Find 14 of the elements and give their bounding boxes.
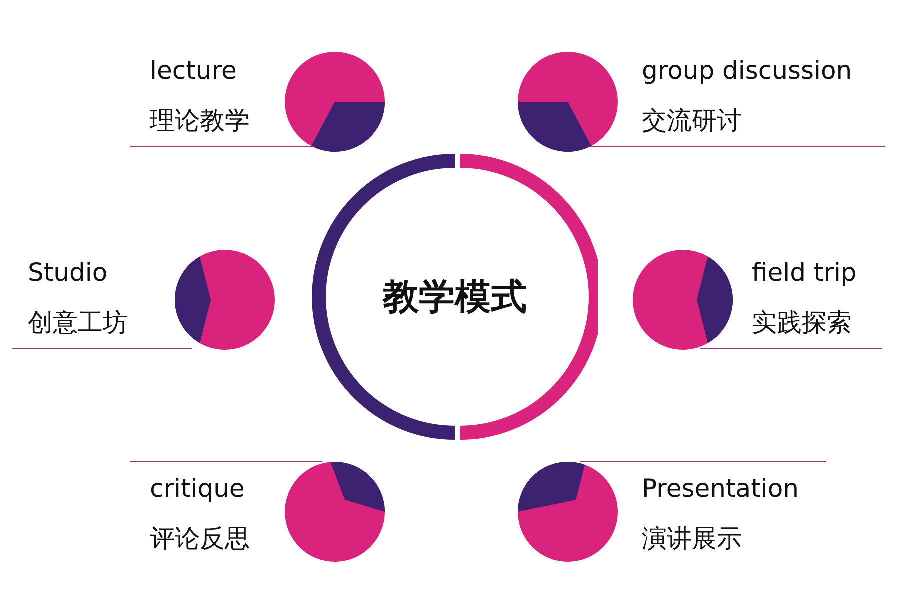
center-title: 教学模式 xyxy=(383,276,527,320)
english-label: lecture xyxy=(150,58,237,83)
chinese-label: 理论教学 xyxy=(150,108,250,133)
english-label: critique xyxy=(150,476,245,501)
chinese-label: 演讲展示 xyxy=(642,526,742,551)
chinese-label: 交流研讨 xyxy=(642,108,742,133)
ring-node xyxy=(312,154,598,440)
chinese-label: 实践探索 xyxy=(752,310,852,335)
english-label: Studio xyxy=(28,260,108,285)
english-label: field trip xyxy=(752,260,857,285)
chinese-label: 评论反思 xyxy=(150,526,250,551)
chinese-label: 创意工坊 xyxy=(28,310,128,335)
english-label: group discussion xyxy=(642,58,852,83)
english-label: Presentation xyxy=(642,476,800,501)
